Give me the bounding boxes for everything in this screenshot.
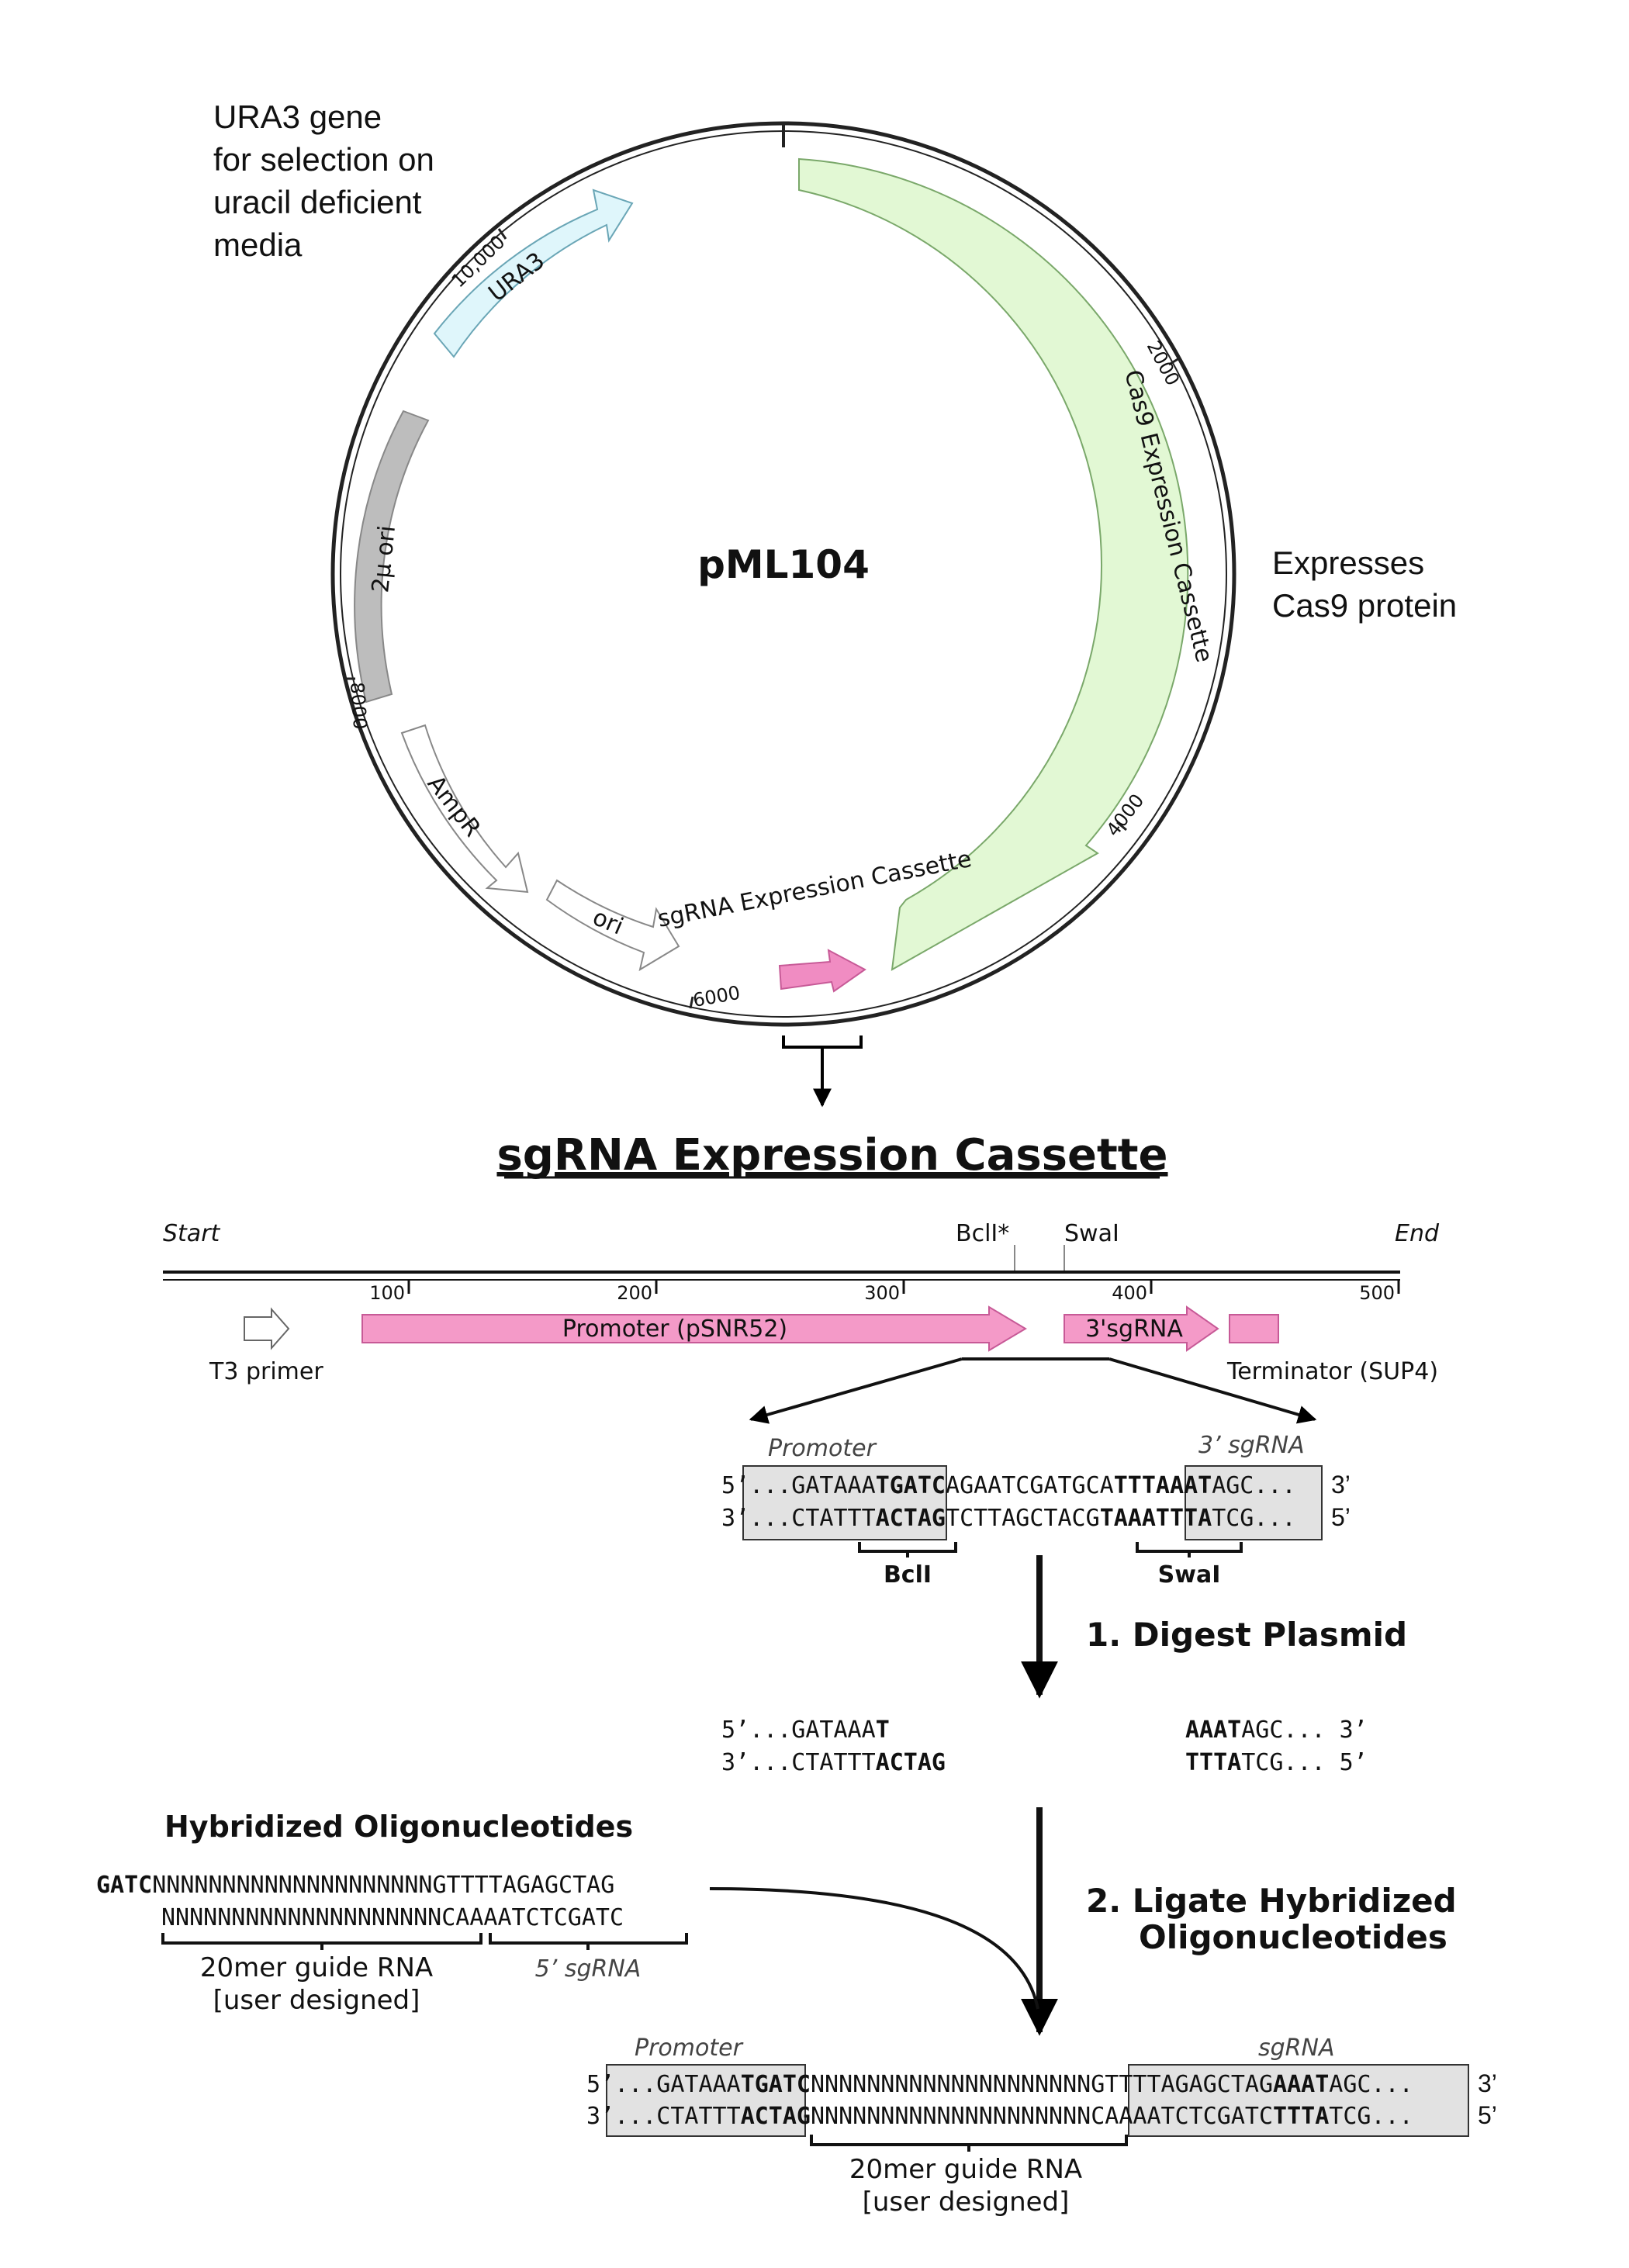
cassette-map: Start End BclI* SwaI 100 200 300 400 500… [163, 1220, 1440, 1385]
swai-bracket [1136, 1542, 1243, 1553]
final-sgrna-label: sgRNA [1258, 2035, 1334, 2062]
promoter-label: Promoter (pSNR52) [562, 1316, 787, 1343]
oligo-sgrna5-label: 5’ sgRNA [535, 1955, 642, 1983]
final-promoter-label: Promoter [635, 2035, 744, 2062]
ura3-note-line4: media [213, 226, 303, 263]
oligos-title: Hybridized Oligonucleotides [164, 1810, 633, 1844]
ori-arrow [545, 879, 680, 972]
plasmid-to-cassette-arrow [782, 1035, 863, 1108]
digested-ends: 5’...GATAAAT 3’...CTATTTACTAG AAATAGC...… [721, 1717, 1368, 1776]
cassette-ticks: 100 200 300 400 500 [369, 1280, 1400, 1304]
final-sgrna-box [1128, 2064, 1469, 2137]
cassette-tick-300: 300 [864, 1282, 900, 1304]
zoom-sgrna-box [1185, 1465, 1323, 1540]
zoom-bottom-end: 5’ [1331, 1503, 1351, 1531]
final-top-strand: 5’...GATAAATGATCNNNNNNNNNNNNNNNNNNNNGTTT… [586, 2071, 1413, 2098]
sgrna3-label: 3'sgRNA [1085, 1316, 1183, 1343]
step2-label-line1: 2. Ligate Hybridized [1086, 1882, 1457, 1920]
terminator-box [1229, 1314, 1279, 1343]
ura3-note-line1: URA3 gene [213, 99, 382, 135]
t3-primer-arrow [244, 1307, 290, 1350]
final-guide-line2: [user designed] [863, 2187, 1070, 2218]
zoom-sgrna-label: 3’ sgRNA [1198, 1432, 1305, 1459]
ura3-arrow [433, 188, 634, 358]
bcli-bracket [858, 1542, 957, 1553]
zoom-promoter-box [742, 1465, 947, 1540]
tick-8000: 8000 [346, 681, 371, 730]
zoom-promoter-label: Promoter [768, 1435, 877, 1462]
final-top-end: 3’ [1478, 2069, 1497, 2097]
ampr-arrow [400, 724, 529, 894]
digest-right-top: AAATAGC... 3’ [1185, 1717, 1368, 1744]
cas9-note-line1: Expresses [1272, 545, 1424, 581]
hybridized-oligos: Hybridized Oligonucleotides GATCNNNNNNNN… [96, 1810, 688, 2016]
final-promoter-box [606, 2064, 806, 2137]
digest-left-bottom: 3’...CTATTTACTAG [721, 1749, 946, 1776]
cas9-note-line2: Cas9 protein [1272, 587, 1457, 624]
zoom-bottom-strand: 3’...CTATTTACTAGTCTTAGCTACGTAAATTTATCG..… [721, 1505, 1296, 1532]
oligo-guide-bracket [161, 1933, 482, 1945]
final-bottom-end: 5’ [1478, 2101, 1497, 2129]
oligo-connector-curve [709, 1887, 1039, 2010]
ligated-product: Promoter sgRNA 5’...GATAAATGATCNNNNNNNNN… [586, 2035, 1497, 2218]
step1-label: 1. Digest Plasmid [1086, 1616, 1407, 1654]
final-bottom-strand: 3’...CTATTTACTAGNNNNNNNNNNNNNNNNNNNNCAAA… [586, 2103, 1413, 2130]
step2-label-line2: Oligonucleotides [1139, 1918, 1447, 1956]
oligo-guide-line1: 20mer guide RNA [200, 1952, 433, 1983]
zoomed-sequence: Promoter 3’ sgRNA 5’...GATAAATGATCAGAATC… [721, 1432, 1351, 1589]
ura3-note-line2: for selection on [213, 141, 434, 178]
cas9-cassette-arrow [798, 157, 1189, 971]
cassette-title: sgRNA Expression Cassette [496, 1130, 1167, 1181]
oligo-guide-line2: [user designed] [213, 1985, 420, 2016]
digest-left-top: 5’...GATAAAT [721, 1717, 890, 1744]
oligo-bottom-strand: NNNNNNNNNNNNNNNNNNNNCAAAATCTCGATC [161, 1904, 624, 1931]
digest-right-bottom: TTTATCG... 5’ [1185, 1749, 1368, 1776]
ura3-note-line3: uracil deficient [213, 184, 422, 220]
oligo-sgrna-bracket [489, 1933, 688, 1945]
ura3-note: URA3 gene for selection on uracil defici… [213, 99, 434, 263]
bcli-site-label: BclI* [956, 1220, 1009, 1247]
promoter-arrow [361, 1305, 1027, 1352]
cassette-tick-500: 500 [1359, 1282, 1395, 1304]
two-micron-ori-bar [354, 410, 430, 704]
cassette-tick-200: 200 [617, 1282, 652, 1304]
tick-6000: 6000 [691, 982, 742, 1011]
cassette-tick-100: 100 [369, 1282, 405, 1304]
bcli-label: BclI [884, 1561, 932, 1589]
final-guide-line1: 20mer guide RNA [849, 2154, 1082, 2185]
sgrna3-arrow [1064, 1305, 1219, 1352]
oligo-top-strand: GATCNNNNNNNNNNNNNNNNNNNNGTTTTAGAGCTAG [96, 1872, 614, 1899]
sgrna-cassette-arrow [778, 949, 866, 993]
t3-primer-label: T3 primer [209, 1358, 323, 1385]
plasmid-name: pML104 [697, 542, 870, 587]
swai-site-label: SwaI [1064, 1220, 1119, 1247]
zoom-top-strand: 5’...GATAAATGATCAGAATCGATGCATTTAAATAGC..… [721, 1472, 1296, 1499]
cas9-note: Expresses Cas9 protein [1272, 545, 1457, 624]
zoom-top-end: 3’ [1331, 1471, 1351, 1499]
cassette-start: Start [163, 1220, 221, 1247]
final-guide-bracket [810, 2135, 1128, 2146]
terminator-label: Terminator (SUP4) [1226, 1358, 1438, 1385]
cassette-tick-400: 400 [1112, 1282, 1147, 1304]
swai-label: SwaI [1158, 1561, 1221, 1589]
zoom-lines [749, 1357, 1317, 1424]
cassette-end: End [1395, 1220, 1440, 1247]
plasmid-map: Cas9 Expression Cassette URA3 2µ ori Amp… [330, 121, 1236, 1027]
